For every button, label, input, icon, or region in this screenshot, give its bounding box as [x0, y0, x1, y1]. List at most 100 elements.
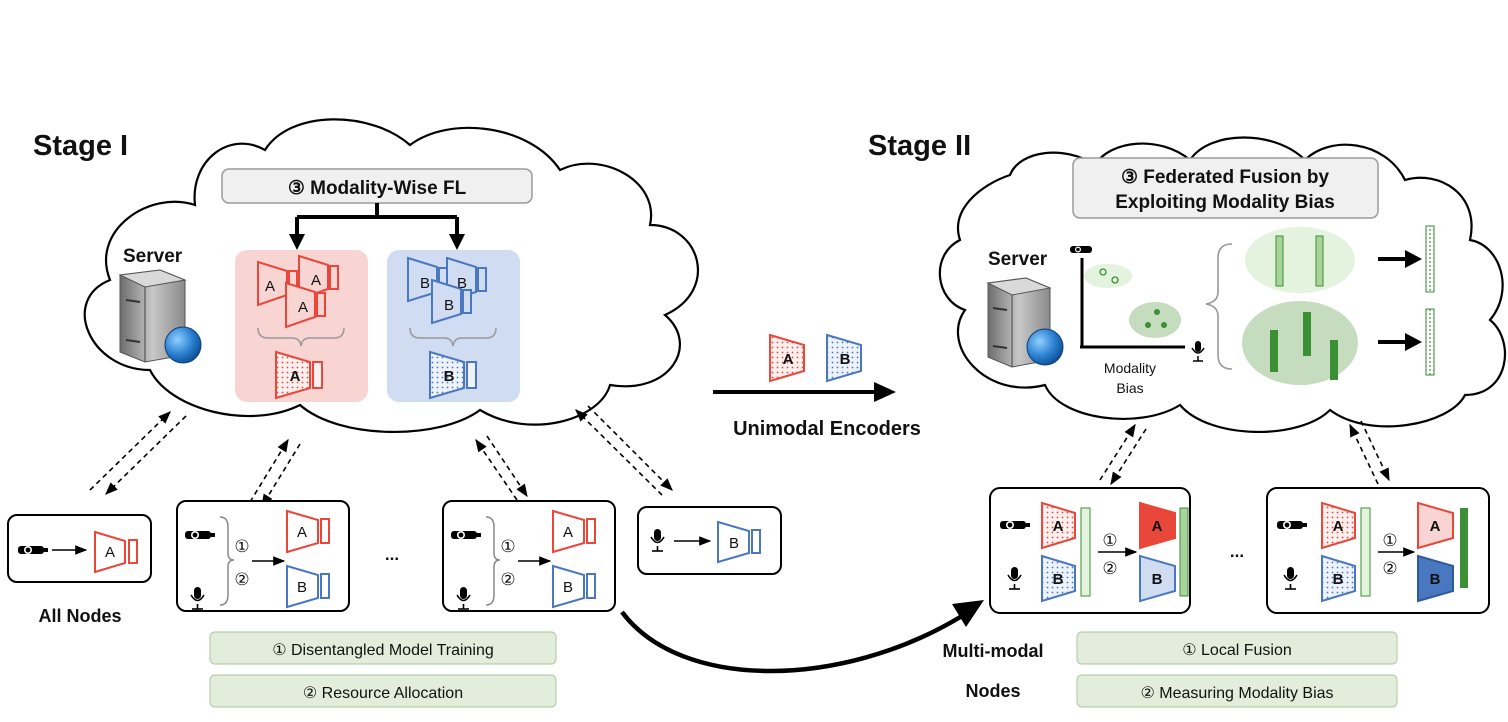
- bias-label-line2: Bias: [1116, 380, 1143, 396]
- enc-a-label: A: [1053, 518, 1064, 535]
- camera-icon: [185, 531, 215, 539]
- enc-a-label: A: [290, 368, 301, 385]
- encoder-b: [1041, 554, 1076, 603]
- microphone-icon: [1283, 567, 1298, 590]
- stage1-communication-arrows: [89, 405, 673, 508]
- legend-2-text: ② Resource Allocation: [303, 685, 463, 702]
- encoder-b-updated: [1139, 554, 1176, 603]
- global-fusion-head-2: [1425, 308, 1435, 376]
- stage1-title: Stage I: [33, 130, 128, 162]
- blue-encoder-stack: B B B: [407, 256, 487, 325]
- bias-cluster-small: [1084, 264, 1132, 288]
- bias-cluster-large: [1129, 302, 1181, 338]
- microphone-icon: [190, 587, 205, 610]
- modality-bias-plot: [1080, 258, 1185, 349]
- enc-b-label: B: [444, 297, 454, 314]
- ellipsis: ...: [385, 545, 399, 564]
- microphone-icon: [456, 587, 471, 610]
- enc-b-label: B: [1053, 571, 1064, 588]
- encoder-a: [552, 509, 585, 554]
- encoder-b: [1321, 554, 1356, 603]
- ellipsis: ...: [1230, 542, 1244, 561]
- enc-b-label: B: [563, 579, 573, 596]
- stage2-server-label: Server: [988, 249, 1048, 270]
- enc-a-label: A: [1333, 518, 1344, 535]
- step-1-marker: ①: [500, 537, 515, 556]
- multimodal-nodes-line1: Multi-modal: [943, 641, 1044, 661]
- camera-icon: [1000, 521, 1030, 529]
- camera-icon: [18, 546, 48, 554]
- encoder-b-updated: [1417, 554, 1454, 603]
- microphone-icon: [1191, 341, 1205, 362]
- enc-b-label: B: [444, 368, 455, 385]
- brace: [257, 327, 345, 347]
- stage2-communication-arrows: [1099, 420, 1390, 486]
- fusion-head-updated: [1460, 508, 1468, 588]
- fusion-group-high-bias: [1242, 301, 1358, 385]
- step-2-marker: ②: [1102, 559, 1117, 578]
- step-2-marker: ②: [234, 570, 249, 589]
- encoder-a: [1321, 501, 1356, 550]
- enc-b-label: B: [1430, 571, 1441, 588]
- enc-b-label: B: [1333, 571, 1344, 588]
- enc-a-label: A: [563, 524, 573, 541]
- enc-a-label: A: [1152, 518, 1163, 535]
- camera-icon: [451, 531, 481, 539]
- step-1-marker: ①: [234, 537, 249, 556]
- legend-disentangled-training: [209, 631, 557, 665]
- enc-a-label: A: [297, 524, 307, 541]
- transfer-encoder-b: B: [826, 333, 862, 383]
- enc-a-label: A: [1430, 518, 1441, 535]
- encoder-b: [717, 520, 750, 564]
- fl-distribution-arrows: [289, 203, 465, 250]
- globe-icon: [164, 326, 202, 364]
- enc-a-label: A: [783, 351, 794, 368]
- enc-a-label: A: [265, 278, 275, 295]
- enc-a-label: A: [311, 272, 321, 289]
- globe-icon: [1026, 328, 1064, 366]
- stage2-title: Stage II: [868, 130, 971, 162]
- blue-aggregated-encoder: B: [429, 350, 477, 400]
- enc-a-label: A: [105, 544, 115, 561]
- legend-local-fusion: [1076, 631, 1398, 665]
- transfer-arrow: [713, 382, 896, 402]
- stage2-node-2: [1266, 487, 1490, 614]
- encoder-b: [552, 564, 585, 609]
- all-nodes-label: All Nodes: [38, 606, 121, 626]
- encoder-a: [1041, 501, 1076, 550]
- fusion-box-line1: ③ Federated Fusion by: [1121, 167, 1330, 188]
- fusion-output-arrows: [1378, 250, 1422, 351]
- enc-b-label: B: [420, 275, 430, 292]
- federated-fusion-box: [1072, 157, 1379, 219]
- microphone-icon: [1007, 567, 1022, 590]
- legend-1-text: ① Local Fusion: [1182, 642, 1292, 659]
- legend-2-text: ② Measuring Modality Bias: [1140, 685, 1333, 702]
- fusion-head-updated: [1179, 507, 1189, 597]
- stage-transition-arrow: [620, 600, 984, 674]
- modality-wise-fl-label: ③ Modality-Wise FL: [288, 178, 467, 199]
- red-encoder-stack: A A A: [257, 254, 339, 329]
- global-fusion-head-1: [1425, 225, 1435, 293]
- enc-b-label: B: [729, 535, 739, 552]
- step-2-marker: ②: [500, 570, 515, 589]
- camera-icon: [1070, 246, 1092, 253]
- enc-b-label: B: [457, 275, 467, 292]
- step-1-marker: ①: [1382, 531, 1397, 550]
- multimodal-nodes-line2: Nodes: [965, 681, 1020, 701]
- local-fusion-head: [1080, 507, 1091, 597]
- legend-measuring-bias: [1076, 674, 1398, 708]
- camera-icon: [1277, 521, 1307, 529]
- enc-a-label: A: [298, 299, 308, 316]
- unimodal-encoders-label: Unimodal Encoders: [733, 418, 921, 440]
- microphone-icon: [650, 529, 665, 552]
- enc-b-label: B: [1152, 571, 1163, 588]
- transfer-encoder-a: A: [769, 333, 805, 383]
- encoder-a-updated: [1139, 501, 1176, 550]
- step-1-marker: ①: [1102, 531, 1117, 550]
- legend-1-text: ① Disentangled Model Training: [272, 642, 494, 659]
- bias-label-line1: Modality: [1104, 360, 1156, 376]
- red-aggregated-encoder: A: [275, 350, 323, 400]
- fusion-group-low-bias: [1245, 227, 1355, 293]
- enc-b-label: B: [297, 579, 307, 596]
